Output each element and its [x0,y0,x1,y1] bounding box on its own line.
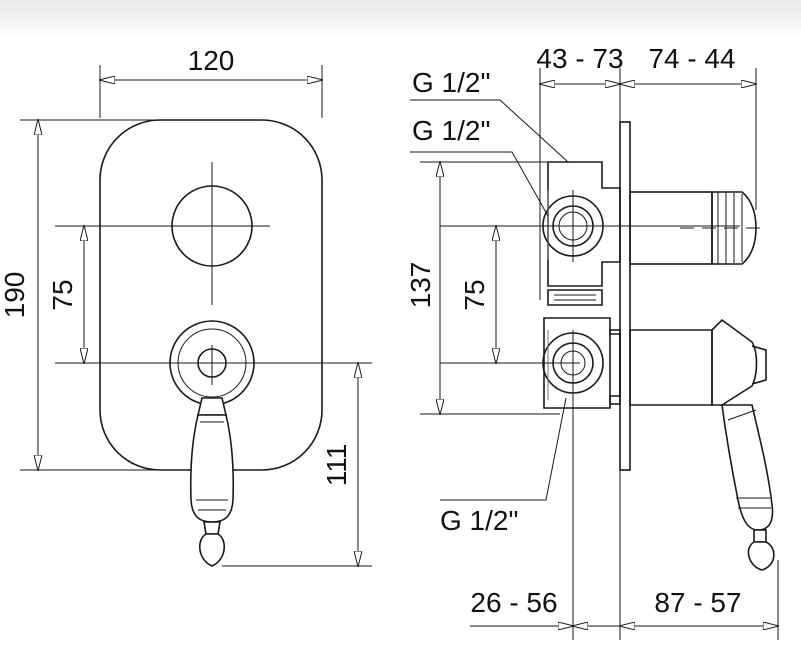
side-view: 137 75 43 - 73 74 - 44 26 - 56 87 - 57 G… [405,43,778,640]
top-gradient-bar [0,0,801,40]
dim-side-depth-b: 74 - 44 [648,43,735,74]
side-lower-handle [629,318,775,571]
front-lever [189,397,235,567]
dim-axis-spacing-front: 75 [47,279,78,310]
dim-bottom-right: 87 - 57 [654,587,741,618]
dim-side-depth-a: 43 - 73 [536,43,623,74]
label-connection-upper-2: G 1/2" [412,115,490,146]
dim-width-front: 120 [188,45,235,76]
front-view: 120 190 75 111 [0,45,372,566]
dim-axis-spacing-side: 75 [459,279,490,310]
label-connection-upper-1: G 1/2" [412,67,490,98]
dim-body-height: 137 [405,262,436,309]
label-connection-lower: G 1/2" [440,505,518,536]
dim-bottom-left: 26 - 56 [470,587,557,618]
side-valve-body [542,161,621,409]
dim-lever-drop: 111 [321,444,352,487]
side-wall-plate [619,121,631,471]
dim-height-total: 190 [0,272,30,319]
